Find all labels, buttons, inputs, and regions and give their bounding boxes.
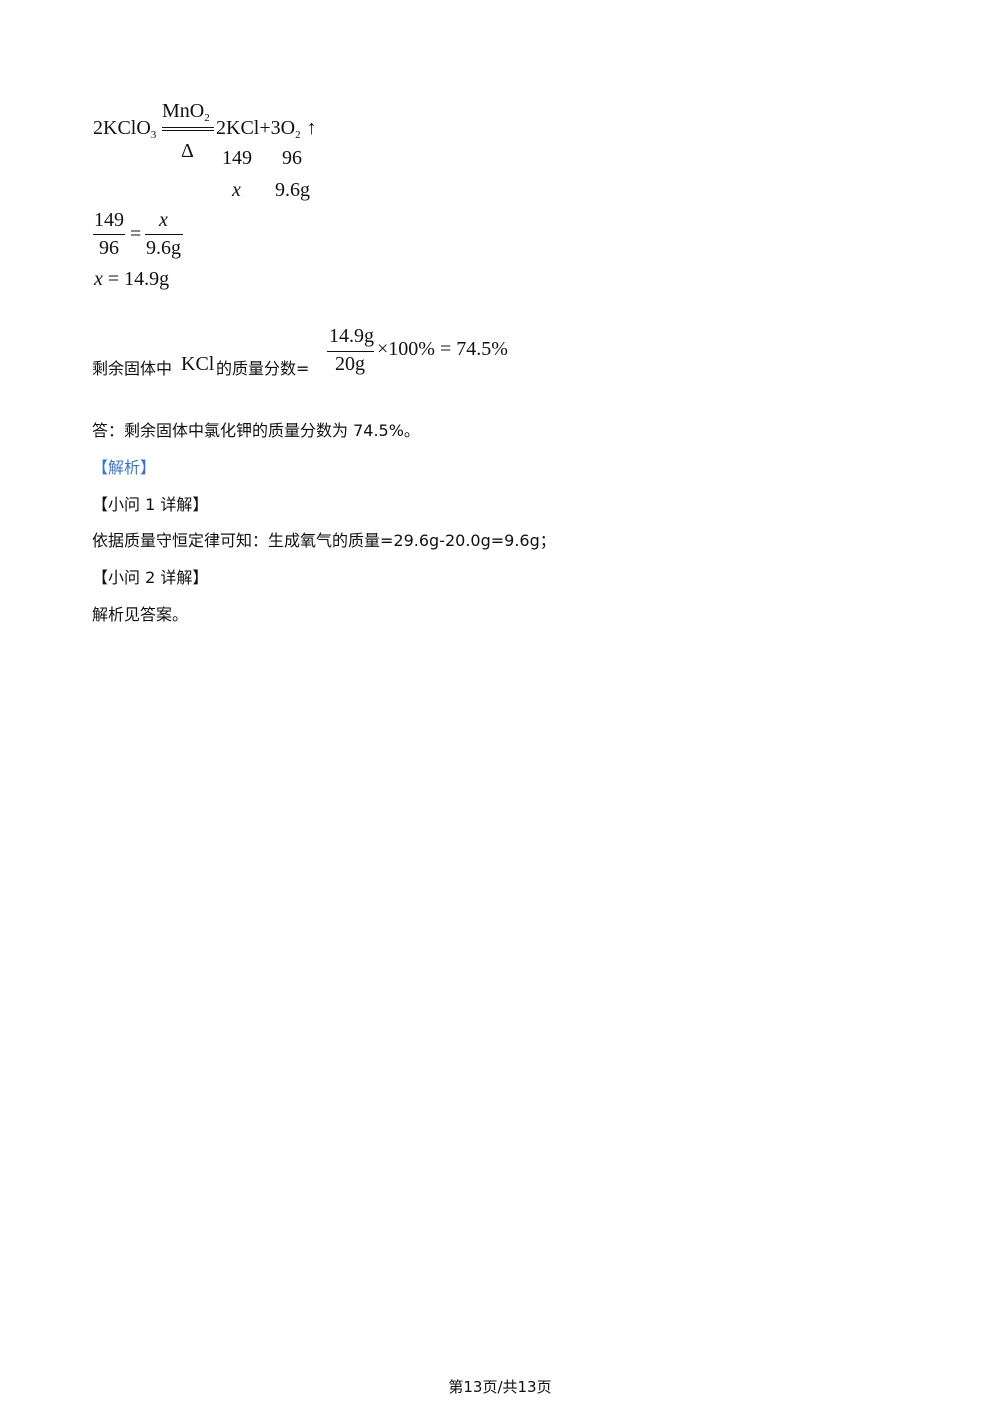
prop-equals: = [130, 223, 142, 245]
prop-left-bar [93, 234, 125, 235]
equation-catalyst: MnO2 [162, 100, 210, 124]
prop-left-num: 149 [94, 209, 124, 231]
fraction-result: ×100% = 74.5% [377, 338, 508, 360]
equation-double-line [162, 127, 214, 131]
gas-arrow-icon: ↑ [306, 117, 317, 139]
page-footer: 第13页/共13页 [448, 1378, 552, 1396]
answer-line: 答：剩余固体中氯化钾的质量分数为 74.5%。 [92, 421, 420, 440]
fraction-kcl: KCl [181, 353, 215, 375]
fraction-prefix: 剩余固体中 [92, 359, 173, 378]
fraction-suffix: 的质量分数= [216, 359, 310, 378]
prop-right-den: 9.6g [146, 237, 181, 259]
q1-text: 依据质量守恒定律可知：生成氧气的质量=29.6g-20.0g=9.6g； [92, 531, 556, 550]
prop-right-bar [145, 234, 183, 235]
ratio-kclo3: 149 [222, 147, 252, 169]
equation-products: 2KCl+3O2↑ [216, 117, 317, 141]
fraction-bar [327, 351, 374, 352]
var-x: x [232, 179, 241, 201]
ratio-o2: 96 [282, 147, 302, 169]
analysis-label: 【解析】 [92, 458, 157, 477]
q2-label: 【小问 2 详解】 [92, 568, 209, 587]
var-oxygen-mass: 9.6g [275, 179, 310, 201]
fraction-denominator: 20g [335, 353, 365, 375]
q1-label: 【小问 1 详解】 [92, 495, 209, 514]
prop-right-num: x [159, 209, 168, 231]
equation-condition: Δ [181, 140, 194, 162]
q2-text: 解析见答案。 [92, 605, 189, 624]
equation-reactant: 2KClO3 [93, 117, 157, 141]
solve-line: x = 14.9g [94, 268, 170, 290]
prop-left-den: 96 [99, 237, 119, 259]
fraction-numerator: 14.9g [329, 325, 374, 347]
